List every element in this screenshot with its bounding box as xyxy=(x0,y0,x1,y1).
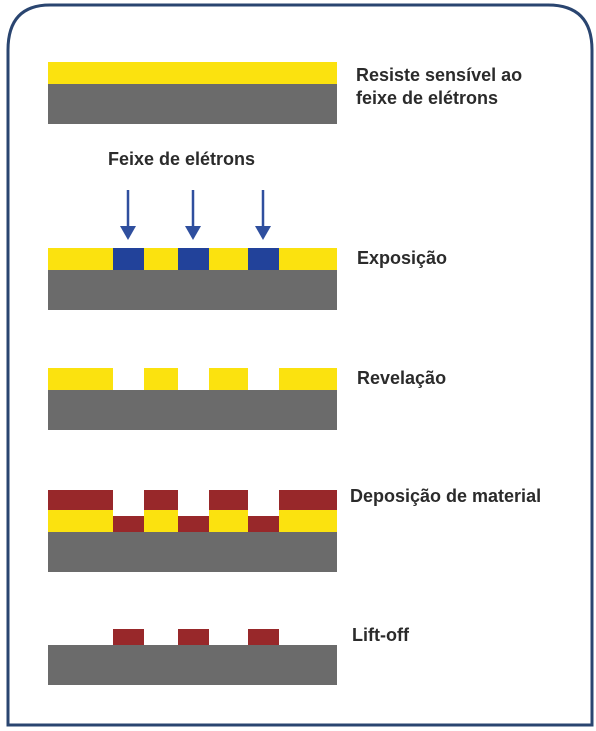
metal-on-resist xyxy=(48,490,113,510)
metal-in-trench xyxy=(178,516,209,532)
step-liftoff-stack xyxy=(48,629,337,685)
step-deposition-stack xyxy=(48,490,337,572)
beam-arrow-icon xyxy=(120,190,136,240)
metal-in-trench xyxy=(113,516,144,532)
resist-block xyxy=(144,510,178,532)
substrate xyxy=(48,270,337,310)
metal-feature xyxy=(113,629,144,645)
metal-feature xyxy=(248,629,279,645)
label-liftoff: Lift-off xyxy=(352,625,409,645)
beam-arrow-icon xyxy=(185,190,201,240)
metal-feature xyxy=(178,629,209,645)
metal-in-trench xyxy=(248,516,279,532)
step-resist-stack xyxy=(48,62,337,124)
substrate xyxy=(48,390,337,430)
resist-block xyxy=(144,368,178,390)
step-development-stack xyxy=(48,368,337,430)
electron-beam-arrows xyxy=(120,190,271,240)
resist-block xyxy=(209,510,248,532)
substrate xyxy=(48,645,337,685)
metal-on-resist xyxy=(209,490,248,510)
exposed-region xyxy=(178,248,209,270)
metal-on-resist xyxy=(279,490,337,510)
substrate xyxy=(48,532,337,572)
label-electron-beam: Feixe de elétrons xyxy=(108,149,256,169)
resist-block xyxy=(279,368,337,390)
label-deposition: Deposição de material xyxy=(350,486,542,506)
label-resist-line1: Resiste sensível ao xyxy=(356,65,523,85)
resist-block xyxy=(48,368,113,390)
resist-block xyxy=(279,510,337,532)
label-exposure: Exposição xyxy=(357,248,448,268)
label-development: Revelação xyxy=(357,368,447,388)
resist-block xyxy=(209,368,248,390)
resist-layer xyxy=(48,62,337,84)
step-exposure-stack xyxy=(48,248,337,310)
label-resist-line2: feixe de elétrons xyxy=(356,88,499,108)
resist-block xyxy=(48,510,113,532)
diagram-frame xyxy=(6,3,594,727)
metal-on-resist xyxy=(144,490,178,510)
exposed-region xyxy=(113,248,144,270)
label-resist: Resiste sensível ao feixe de elétrons xyxy=(356,64,522,110)
beam-arrow-icon xyxy=(255,190,271,240)
substrate xyxy=(48,84,337,124)
exposed-region xyxy=(248,248,279,270)
